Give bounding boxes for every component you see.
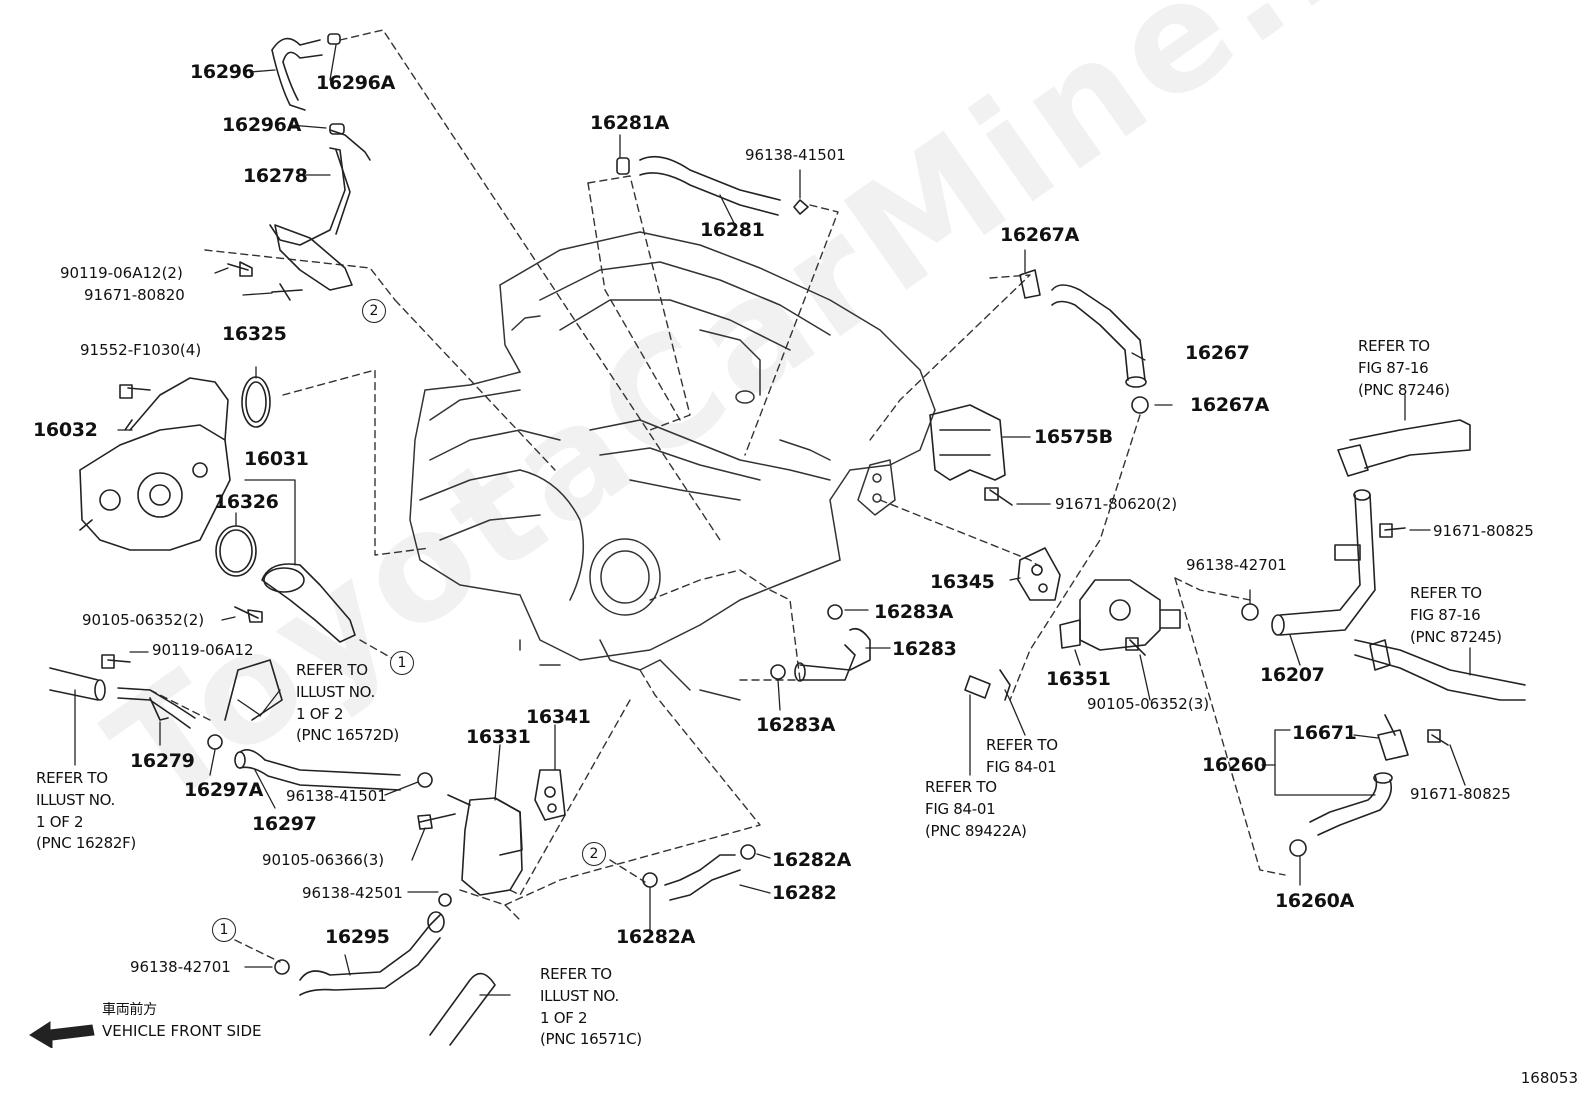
leader-lines (74, 44, 1471, 996)
part-label-90105-06366: 90105-06366(3) (262, 851, 385, 869)
part-label-16296A-mid: 16296A (222, 114, 302, 136)
part-label-16296A-top: 16296A (316, 72, 396, 94)
callout-2-upper: 2 (362, 299, 386, 323)
part-label-16031: 16031 (244, 448, 309, 470)
part-label-16341: 16341 (526, 706, 591, 728)
callout-1-left: 1 (212, 918, 236, 942)
part-label-16351: 16351 (1046, 668, 1111, 690)
part-label-16283: 16283 (892, 638, 957, 660)
part-label-16267: 16267 (1185, 342, 1250, 364)
part-label-16282A-right: 16282A (772, 849, 852, 871)
part-label-96138-42701-right: 96138-42701 (1186, 556, 1287, 574)
part-label-16296: 16296 (190, 61, 255, 83)
part-label-16260: 16260 (1202, 754, 1267, 776)
part-label-96138-41501-lower: 96138-41501 (286, 787, 387, 805)
part-label-96138-41501-top: 96138-41501 (745, 146, 846, 164)
part-label-16283A-lower: 16283A (756, 714, 836, 736)
part-label-16283A-top: 16283A (874, 601, 954, 623)
part-label-16325: 16325 (222, 323, 287, 345)
part-label-16032: 16032 (33, 419, 98, 441)
part-label-91552-F1030: 91552-F1030(4) (80, 341, 202, 359)
part-label-16278: 16278 (243, 165, 308, 187)
part-label-96138-42701-lower: 96138-42701 (130, 958, 231, 976)
part-label-16575B: 16575B (1034, 426, 1113, 448)
part-label-90105-06352-2: 90105-06352(2) (82, 611, 205, 629)
part-label-16295: 16295 (325, 926, 390, 948)
front-arrow-icon (29, 1021, 95, 1048)
figure-number: 168053 (1520, 1069, 1578, 1087)
dashed-leaders (149, 29, 1286, 963)
part-label-90119-06A12: 90119-06A12 (152, 641, 254, 659)
part-label-91671-80825-a: 91671-80825 (1433, 522, 1534, 540)
part-label-16297A: 16297A (184, 779, 264, 801)
part-label-16331: 16331 (466, 726, 531, 748)
engine-block (409, 231, 936, 701)
vehicle-front-japanese: 車両前方 (102, 1002, 157, 1018)
vehicle-front-text: VEHICLE FRONT SIDE (102, 1022, 262, 1040)
part-label-91671-80620: 91671-80620(2) (1055, 495, 1178, 513)
part-label-16267A-top: 16267A (1000, 224, 1080, 246)
part-label-16281A: 16281A (590, 112, 670, 134)
part-label-90105-06352-3: 90105-06352(3) (1087, 695, 1210, 713)
part-label-16260A: 16260A (1275, 890, 1355, 912)
part-label-16207: 16207 (1260, 664, 1325, 686)
part-label-16281: 16281 (700, 219, 765, 241)
part-label-16345: 16345 (930, 571, 995, 593)
part-label-16671: 16671 (1292, 722, 1357, 744)
callout-2-lower: 2 (582, 842, 606, 866)
part-label-90119-06A12-2: 90119-06A12(2) (60, 264, 183, 282)
part-label-96138-42501: 96138-42501 (302, 884, 403, 902)
part-label-16326: 16326 (214, 491, 279, 513)
part-label-16282A-lower: 16282A (616, 926, 696, 948)
callout-1-right: 1 (390, 651, 414, 675)
part-label-16297: 16297 (252, 813, 317, 835)
parts-shapes (49, 33, 1526, 1046)
part-label-91671-80820: 91671-80820 (84, 286, 185, 304)
part-label-16279: 16279 (130, 750, 195, 772)
part-label-91671-80825-b: 91671-80825 (1410, 785, 1511, 803)
part-label-16267A-mid: 16267A (1190, 394, 1270, 416)
part-label-16282: 16282 (772, 882, 837, 904)
